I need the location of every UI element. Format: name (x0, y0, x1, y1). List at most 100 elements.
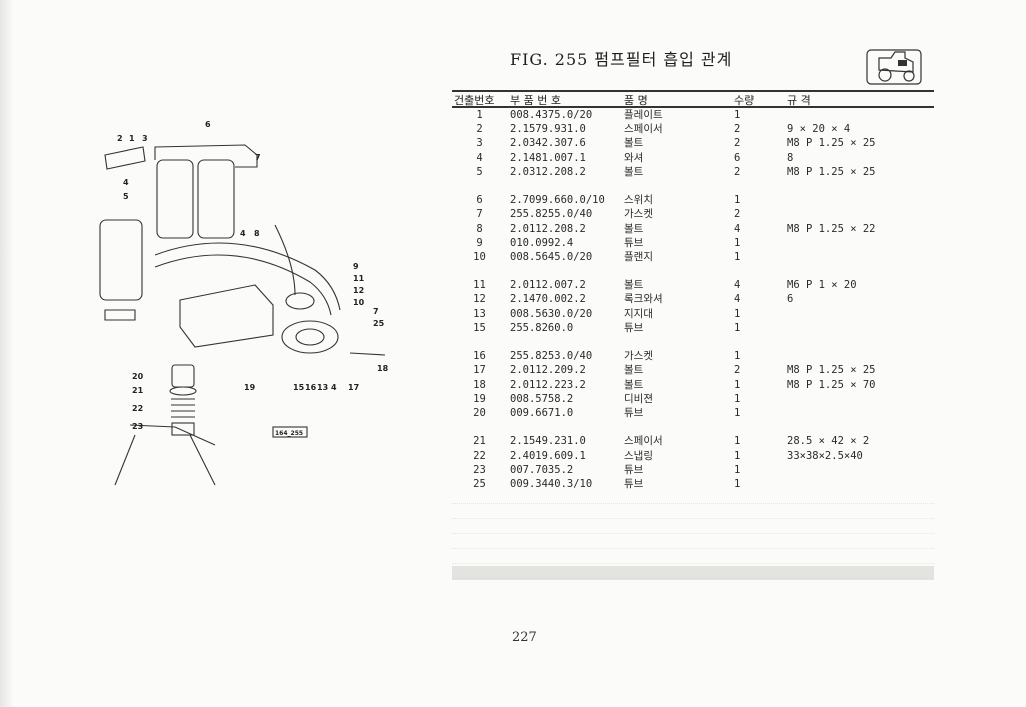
quantity: 1 (734, 109, 741, 121)
filter-head (154, 144, 258, 168)
quantity: 2 (734, 165, 741, 178)
spacer-21 (169, 386, 197, 396)
filter-canister-right (197, 159, 235, 239)
item-number: 4 (476, 151, 483, 164)
part-number: 2.0312.208.2 (510, 165, 586, 178)
header-part-name: 품 명 (624, 94, 648, 107)
part-number: 010.0992.4 (510, 236, 574, 249)
part-name: 튜브 (624, 406, 644, 419)
quantity: 1 (734, 477, 741, 490)
filter-base (104, 309, 136, 321)
quantity: 1 (734, 321, 741, 334)
part-name: 볼트 (624, 279, 644, 292)
quantity: 1 (734, 449, 741, 462)
part-name: 스페이서 (624, 435, 663, 448)
flange (281, 320, 339, 354)
specification: 33×38×2.5×40 (787, 449, 863, 462)
suction-tube-upper (154, 242, 341, 311)
item-number: 6 (476, 194, 483, 207)
part-number: 009.6671.0 (510, 406, 574, 419)
specification: M6 P 1 × 20 (787, 279, 857, 292)
quantity: 2 (734, 123, 741, 136)
svg-text:4: 4 (123, 178, 129, 187)
part-number: 255.8255.0/40 (510, 208, 593, 221)
specification: M8 P 1.25 × 25 (787, 364, 876, 377)
svg-text:11: 11 (353, 274, 365, 283)
specification: 9 × 20 × 4 (787, 123, 851, 136)
quantity: 1 (734, 307, 741, 320)
item-number: 25 (473, 477, 486, 490)
part-number: 2.0112.208.2 (510, 222, 586, 235)
part-name: 디비젼 (624, 392, 653, 405)
svg-text:10: 10 (353, 298, 365, 307)
part-number: 008.4375.0/20 (510, 109, 593, 121)
svg-text:9: 9 (353, 262, 359, 271)
quantity: 1 (734, 236, 741, 249)
quantity: 2 (734, 364, 741, 377)
svg-text:15: 15 (293, 383, 305, 392)
part-name: 볼트 (624, 378, 644, 391)
item-number: 16 (473, 350, 486, 363)
quantity: 1 (734, 435, 741, 448)
group-gap (452, 179, 934, 193)
part-name: 플레이트 (624, 109, 663, 121)
part-name: 튜브 (624, 321, 644, 334)
part-name: 플랜지 (624, 250, 653, 263)
part-name: 튜브 (624, 463, 644, 476)
item-number: 13 (473, 307, 486, 320)
quantity: 1 (734, 406, 741, 419)
part-number: 2.1549.231.0 (510, 435, 586, 448)
part-number: 007.7035.2 (510, 463, 574, 476)
svg-text:18: 18 (377, 364, 389, 373)
bracket-plate (104, 146, 146, 170)
specification: M8 P 1.25 × 25 (787, 165, 876, 178)
svg-text:23: 23 (132, 422, 143, 431)
svg-text:7: 7 (373, 307, 379, 316)
svg-text:8: 8 (254, 229, 260, 238)
part-name: 스페이서 (624, 123, 663, 136)
part-number: 255.8260.0 (510, 321, 574, 334)
bleed-through-lines (452, 490, 934, 640)
quantity: 1 (734, 463, 741, 476)
part-name: 튜브 (624, 236, 644, 249)
tube-20 (171, 364, 195, 388)
part-number: 2.1579.931.0 (510, 123, 586, 136)
svg-text:164_255: 164_255 (275, 430, 303, 437)
page-number: 227 (512, 630, 537, 645)
part-name: 스냅링 (624, 449, 653, 462)
quantity: 1 (734, 194, 741, 207)
tractor-icon (866, 49, 922, 85)
quantity: 1 (734, 378, 741, 391)
svg-text:6: 6 (205, 120, 211, 129)
part-number: 2.7099.660.0/10 (510, 194, 605, 207)
part-number: 008.5630.0/20 (510, 307, 593, 320)
item-number: 10 (473, 250, 486, 263)
tube-9 (274, 224, 296, 296)
item-number: 3 (476, 137, 483, 150)
part-number: 2.0112.007.2 (510, 279, 586, 292)
header-part-number: 부 품 번 호 (510, 94, 561, 107)
item-number: 15 (473, 321, 486, 334)
item-number: 7 (476, 208, 483, 221)
quantity: 4 (734, 293, 741, 306)
item-number: 19 (473, 392, 486, 405)
part-name: 튜브 (624, 477, 644, 490)
quantity: 1 (734, 392, 741, 405)
part-name: 볼트 (624, 165, 644, 178)
tube-25-frame (114, 424, 216, 486)
svg-text:16: 16 (305, 383, 317, 392)
filter-canister-left (156, 159, 194, 239)
flange-bore (295, 328, 325, 346)
specification: 28.5 × 42 × 2 (787, 435, 870, 448)
svg-text:12: 12 (353, 286, 364, 295)
